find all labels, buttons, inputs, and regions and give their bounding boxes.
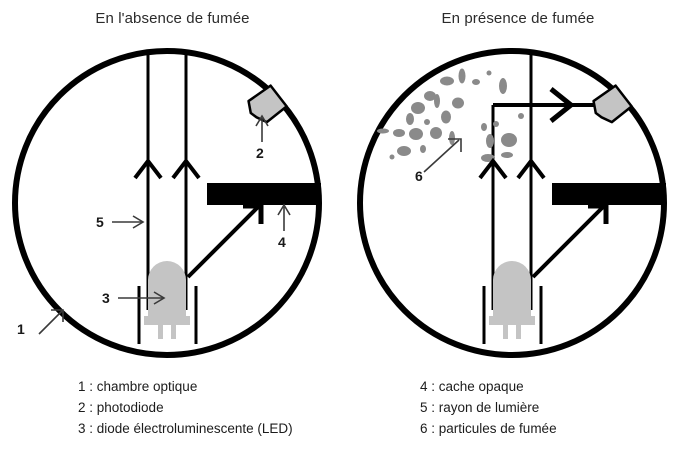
photodiode-left (243, 81, 291, 128)
panel-title-right: En présence de fumée (441, 10, 595, 27)
callout-number-1: 1 (17, 321, 25, 337)
light-ray-arrowheads-left (133, 157, 201, 180)
callout-leader-6 (423, 138, 462, 173)
legend-column-right: 4 : cache opaque 5 : rayon de lumière 6 … (420, 376, 557, 439)
scattered-ray-right (493, 87, 595, 123)
optical-chamber-circle-right (357, 48, 667, 358)
optical-chamber-circle-left (12, 48, 322, 358)
callout-leader-5 (112, 215, 145, 229)
photodiode-right (588, 81, 636, 128)
callout-leader-1 (38, 309, 64, 335)
led-right (489, 261, 535, 339)
legend-item-6: 6 : particules de fumée (420, 421, 557, 436)
led-housing-left (137, 286, 198, 344)
callout-number-6: 6 (415, 168, 423, 184)
callout-leader-3 (118, 291, 166, 305)
callout-number-5: 5 (96, 214, 104, 230)
panel-title-left: En l'absence de fumée (95, 10, 250, 27)
callout-number-3: 3 (102, 290, 110, 306)
legend-column-left: 1 : chambre optique 2 : photodiode 3 : d… (78, 376, 293, 439)
legend-item-2: 2 : photodiode (78, 400, 164, 415)
callout-leader-4 (277, 203, 291, 231)
panel-left-graphics (12, 48, 322, 358)
legend-item-3: 3 : diode électroluminescente (LED) (78, 421, 293, 436)
light-tube-right (491, 52, 533, 310)
scatter-ray-left (186, 203, 264, 279)
callout-number-2: 2 (256, 145, 264, 161)
light-tube-left (146, 52, 188, 310)
legend-item-1: 1 : chambre optique (78, 379, 198, 394)
legend-item-5: 5 : rayon de lumière (420, 400, 540, 415)
led-housing-right (482, 286, 543, 344)
smoke-particles-right (377, 68, 524, 162)
legend-item-4: 4 : cache opaque (420, 379, 524, 394)
callout-number-4: 4 (278, 234, 286, 250)
scatter-ray-diagonal-right (531, 203, 609, 279)
opaque-shield-right (552, 183, 666, 205)
callout-leader-2 (255, 114, 269, 142)
opaque-shield-left (207, 183, 321, 205)
panel-right-graphics (357, 48, 667, 358)
led-left (144, 261, 190, 339)
light-ray-arrowheads-right (478, 157, 546, 180)
